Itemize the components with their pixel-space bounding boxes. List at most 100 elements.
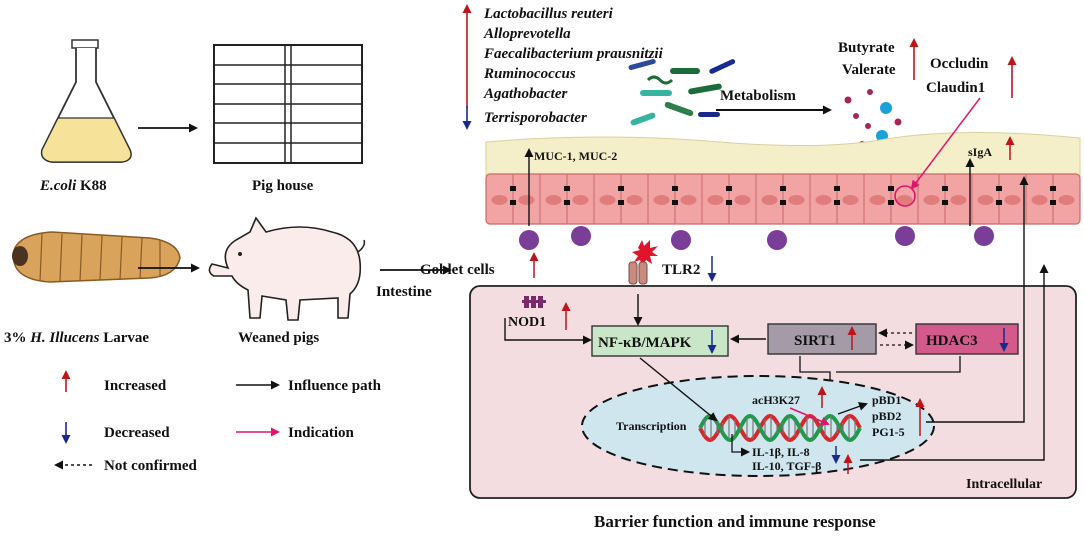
- tight-junction: [510, 186, 516, 191]
- sirt1-label: SIRT1: [794, 333, 836, 349]
- cell-nucleus: [518, 195, 535, 205]
- siga-label: sIgA: [968, 145, 992, 159]
- weaned-pigs-label: Weaned pigs: [238, 330, 319, 346]
- tj-indication-arrow: [910, 97, 981, 190]
- intracellular-label: Intracellular: [966, 477, 1042, 492]
- tight-junction: [888, 186, 894, 191]
- transcription-to-defensins: [837, 402, 868, 415]
- flask-icon: [40, 39, 132, 163]
- cell-nucleus: [680, 195, 697, 205]
- cell-nucleus: [572, 195, 589, 205]
- cell-nucleus: [626, 195, 643, 205]
- ecoli-label: E.coli K88: [39, 178, 107, 194]
- cell-nucleus: [1004, 195, 1021, 205]
- pig-house-icon: [213, 44, 363, 164]
- tight-junction: [888, 200, 894, 205]
- caption: Barrier function and immune response: [594, 512, 876, 531]
- nfkb-to-transcription-arrow: [639, 357, 718, 422]
- defensin-pbd2: pBD2: [872, 409, 901, 423]
- tlr2-receptor-icon: [628, 240, 658, 293]
- tight-junction: [996, 200, 1002, 205]
- cell-nucleus: [842, 195, 859, 205]
- tight-junction: [672, 200, 678, 205]
- legend: Increased Influence path Decreased Indic…: [54, 370, 382, 474]
- bacteria-icon: [628, 59, 736, 126]
- nfkb-box: [591, 325, 729, 357]
- goblet-cells-label: Goblet cells: [420, 262, 495, 278]
- pig-house-label: Pig house: [252, 178, 314, 194]
- cytokines-up-label: IL-10, TGF-β: [752, 459, 821, 473]
- legend-influence-label: Influence path: [288, 378, 382, 394]
- cell-nucleus: [950, 195, 967, 205]
- larva-icon: [12, 231, 181, 283]
- tlr2-label: TLR2: [662, 262, 700, 278]
- tight-junction: [834, 200, 840, 205]
- hdac3-box: [915, 323, 1019, 355]
- defensins-to-barrier-arrow: [926, 176, 1029, 423]
- metabolite-dots: [844, 89, 909, 147]
- tight-junction: [780, 200, 786, 205]
- pig-icon: [208, 216, 366, 321]
- tight-junction: [996, 186, 1002, 191]
- microbe-4: Ruminococcus: [483, 66, 576, 82]
- microbes-increased-list: Lactobacillus reuteri Alloprevotella Fae…: [483, 6, 664, 102]
- tight-junction: [564, 200, 570, 205]
- tight-junction: [672, 186, 678, 191]
- defensin-pg15: PG1-5: [872, 425, 905, 439]
- cell-nucleus: [491, 195, 508, 205]
- tight-junction: [942, 186, 948, 191]
- dna-helix-icon: [698, 413, 862, 443]
- cell-nucleus: [815, 195, 832, 205]
- tight-junction-highlight: [894, 185, 916, 207]
- cell-nucleus: [1058, 195, 1075, 205]
- microbe-3: Faecalibacterium prausnitzii: [483, 46, 664, 62]
- intestine-label: Intestine: [376, 284, 432, 300]
- nod1-label: NOD1: [508, 315, 546, 330]
- cell-nucleus: [599, 195, 616, 205]
- cell-nucleus: [977, 195, 994, 205]
- larvae-label: 3% H. Illucens Larvae: [4, 330, 149, 346]
- tight-junction: [618, 186, 624, 191]
- transcription-label: Transcription: [616, 419, 687, 433]
- tight-junction: [1050, 200, 1056, 205]
- cytokines-down-label: IL-1β, IL-8: [752, 445, 810, 459]
- tight-junction: [510, 200, 516, 205]
- defensin-pbd1: pBD1: [872, 393, 901, 407]
- cell-nucleus: [761, 195, 778, 205]
- tight-junction: [564, 186, 570, 191]
- microbe-decreased-1: Terrisporobacter: [484, 110, 587, 126]
- tight-junction: [726, 186, 732, 191]
- tight-junction: [834, 186, 840, 191]
- nod1-to-nfkb-arrow: [504, 318, 592, 345]
- nfkb-label: NF-κB/MAPK: [598, 335, 692, 351]
- microbe-1: Lactobacillus reuteri: [483, 6, 614, 22]
- cell-nucleus: [896, 195, 913, 205]
- hdac3-label: HDAC3: [926, 333, 978, 349]
- goblet-cells: [519, 226, 994, 250]
- cell-nucleus: [869, 195, 886, 205]
- tj-claudin1: Claudin1: [926, 80, 985, 96]
- transcription-to-cytokines: [731, 434, 750, 457]
- nod1-icon: [522, 296, 546, 308]
- tight-junction: [618, 200, 624, 205]
- tight-junction: [780, 186, 786, 191]
- legend-decreased-label: Decreased: [104, 425, 170, 441]
- ach3k27-label: acH3K27: [752, 393, 800, 407]
- cell-nucleus: [1031, 195, 1048, 205]
- cell-nucleus: [788, 195, 805, 205]
- tight-junction: [1050, 186, 1056, 191]
- ach3k27-indication-arrow: [789, 407, 830, 426]
- microbe-5: Agathobacter: [483, 86, 567, 102]
- sirt1-box: [767, 323, 877, 355]
- metabolite-valerate: Valerate: [842, 62, 896, 78]
- hdac3-to-ach3k27: [836, 356, 961, 373]
- legend-not-confirmed-label: Not confirmed: [104, 458, 198, 474]
- cell-nucleus: [545, 195, 562, 205]
- legend-increased-label: Increased: [104, 378, 167, 394]
- tj-occludin: Occludin: [930, 56, 989, 72]
- tight-junction: [726, 200, 732, 205]
- epithelium: [485, 173, 1081, 225]
- mucus-layer: [485, 131, 1081, 177]
